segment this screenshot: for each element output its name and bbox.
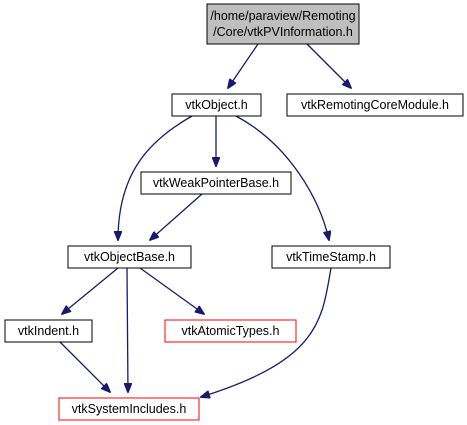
- edge-vtkObjectBase-to-vtkSystemIncludes: [127, 267, 128, 392]
- node-label: vtkIndent.h: [18, 324, 79, 338]
- node-box: [171, 93, 262, 117]
- node-vtkRemotingCoreModule[interactable]: vtkRemotingCoreModule.h: [286, 93, 464, 117]
- edge-root-to-vtkObject: [228, 43, 259, 88]
- node-vtkAtomicTypes[interactable]: vtkAtomicTypes.h: [164, 319, 297, 343]
- node-box: [58, 397, 200, 421]
- node-box: [286, 93, 464, 117]
- node-label: vtkObjectBase.h: [84, 250, 175, 264]
- node-label: /Core/vtkPVInformation.h: [213, 25, 353, 39]
- node-box: [4, 319, 93, 343]
- node-vtkTimeStamp[interactable]: vtkTimeStamp.h: [271, 245, 391, 269]
- node-label: vtkObject.h: [185, 98, 248, 112]
- node-box: [271, 245, 391, 269]
- node-vtkWeakPointerBase[interactable]: vtkWeakPointerBase.h: [140, 171, 292, 195]
- node-label: vtkTimeStamp.h: [286, 250, 376, 264]
- edge-root-to-vtkRemotingCoreModule: [306, 43, 351, 88]
- node-vtkObject[interactable]: vtkObject.h: [171, 93, 262, 117]
- node-label: vtkAtomicTypes.h: [182, 324, 280, 338]
- edge-vtkWeakPointerBase-to-vtkObjectBase: [150, 193, 203, 240]
- node-root[interactable]: /home/paraview/Remoting/Core/vtkPVInform…: [206, 3, 360, 45]
- node-vtkSystemIncludes[interactable]: vtkSystemIncludes.h: [58, 397, 200, 421]
- edge-vtkObjectBase-to-vtkIndent: [62, 267, 119, 314]
- edge-vtkIndent-to-vtkSystemIncludes: [59, 341, 110, 392]
- edge-vtkObject-to-vtkObjectBase: [118, 115, 193, 240]
- edges-layer: [59, 43, 351, 397]
- edge-vtkObjectBase-to-vtkAtomicTypes: [139, 267, 204, 314]
- node-box: [140, 171, 292, 195]
- edge-vtkTimeStamp-to-vtkSystemIncludes: [201, 267, 332, 397]
- edge-vtkObject-to-vtkTimeStamp: [235, 115, 329, 240]
- node-box: [164, 319, 297, 343]
- node-label: vtkSystemIncludes.h: [72, 402, 187, 416]
- node-box: [67, 245, 192, 269]
- node-label: vtkRemotingCoreModule.h: [301, 98, 449, 112]
- node-box: [206, 3, 360, 45]
- node-vtkObjectBase[interactable]: vtkObjectBase.h: [67, 245, 192, 269]
- node-label: /home/paraview/Remoting: [210, 9, 355, 23]
- nodes-layer: /home/paraview/Remoting/Core/vtkPVInform…: [4, 3, 464, 421]
- node-vtkIndent[interactable]: vtkIndent.h: [4, 319, 93, 343]
- node-label: vtkWeakPointerBase.h: [153, 176, 279, 190]
